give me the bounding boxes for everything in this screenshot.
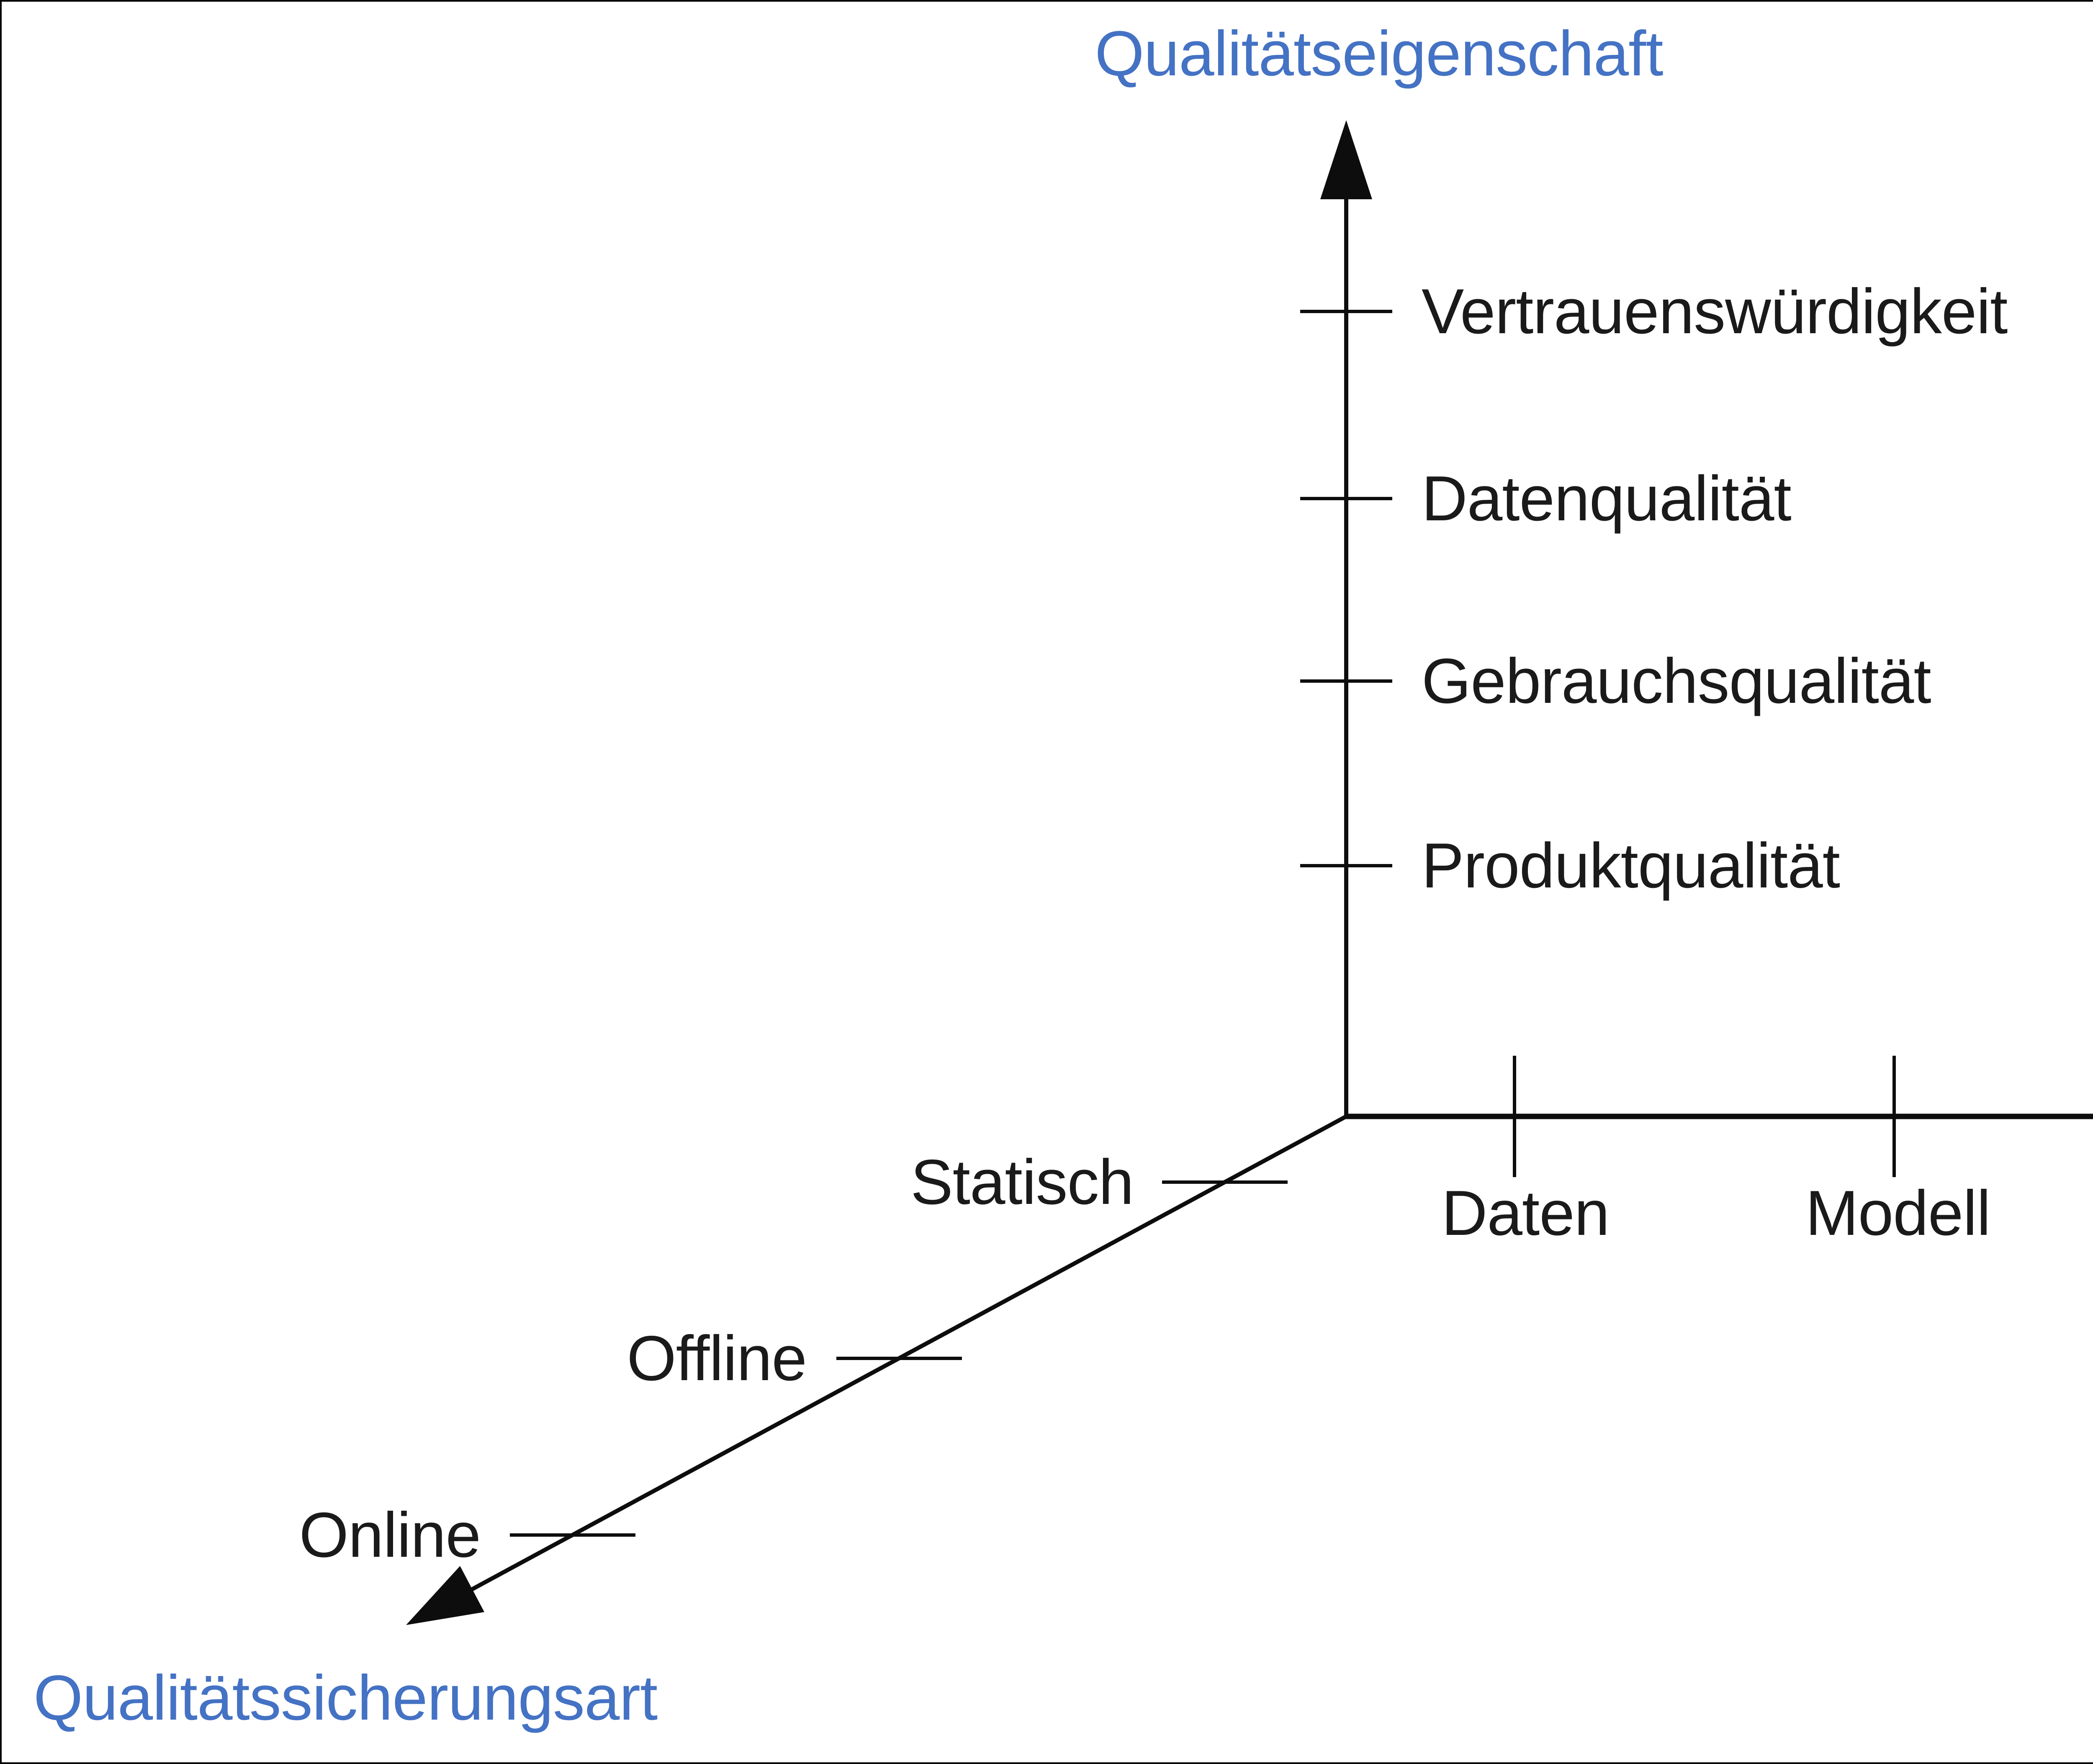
z-axis-arrowhead-icon (406, 1566, 484, 1625)
y-axis-title: Qualitätseigenschaft (1095, 18, 1663, 89)
z-axis (406, 1114, 1347, 1625)
y-axis-arrowhead-icon (1320, 120, 1372, 199)
y-tick-label-vertrauenswuerdigkeit: Vertrauenswürdigkeit (1422, 276, 2008, 347)
y-axis (1300, 120, 1392, 1119)
z-axis-line (465, 1114, 1347, 1594)
y-tick-label-datenqualitaet: Datenqualität (1422, 463, 1792, 534)
z-axis-title: Qualitätssicherungsart (33, 1662, 658, 1733)
y-tick-label-gebrauchsqualitaet: Gebrauchsqualität (1422, 645, 1931, 717)
x-tick-label-modell: Modell (1805, 1178, 1991, 1249)
x-tick-label-daten: Daten (1441, 1178, 1610, 1249)
y-tick-label-produktqualitaet: Produktqualität (1422, 830, 1840, 901)
z-tick-label-offline: Offline (627, 1323, 807, 1394)
z-tick-label-online: Online (299, 1499, 481, 1571)
x-axis (1344, 1056, 2093, 1177)
z-tick-label-statisch: Statisch (910, 1147, 1134, 1218)
